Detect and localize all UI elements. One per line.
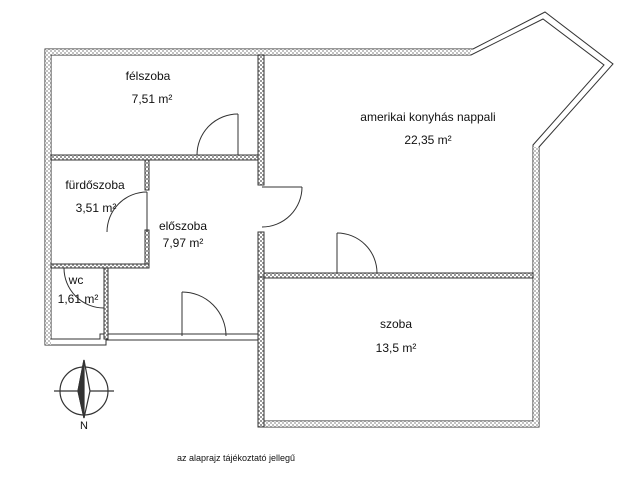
room-name-nappali: amerikai konyhás nappali [360,110,495,124]
room-area-nappali: 22,35 m² [404,133,451,147]
room-area-furdoszoba: 3,51 m² [76,201,117,215]
room-name-wc: wc [68,273,84,287]
room-name-felszoba: félszoba [126,69,171,83]
room-name-szoba: szoba [380,317,412,331]
room-labels: félszoba 7,51 m² amerikai konyhás nappal… [58,69,496,355]
room-area-szoba: 13,5 m² [376,341,417,355]
room-name-eloszoba: előszoba [159,219,207,233]
footnote: az alaprajz tájékoztató jellegű [177,453,295,463]
compass-icon [54,359,114,419]
room-name-furdoszoba: fürdőszoba [65,178,125,192]
room-area-wc: 1,61 m² [58,292,99,306]
room-area-eloszoba: 7,97 m² [163,236,204,250]
exterior-wall-hatch [45,49,539,427]
doors [63,113,378,337]
compass-north-label: N [80,420,88,432]
room-area-felszoba: 7,51 m² [132,92,173,106]
